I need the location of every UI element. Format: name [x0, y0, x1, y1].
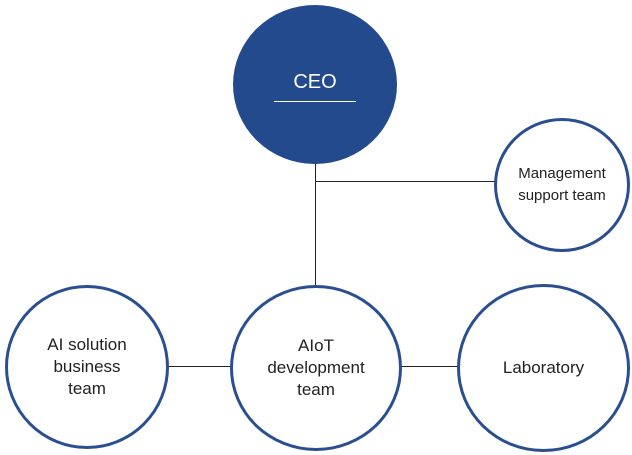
- node-laboratory: Laboratory: [457, 284, 630, 452]
- node-aiot-development-team: AIoT development team: [230, 285, 402, 451]
- node-ceo: CEO: [233, 5, 397, 164]
- node-management-support-team-label: Management support team: [518, 165, 606, 204]
- connector-ai-to-aiot: [168, 366, 231, 367]
- connector-aiot-to-laboratory: [401, 366, 458, 367]
- node-ai-solution-business-team: AI solution business team: [5, 285, 169, 449]
- node-laboratory-label: Laboratory: [502, 358, 585, 377]
- node-ai-solution-business-team-label: AI solution business team: [47, 335, 127, 398]
- node-management-support-team: Management support team: [494, 118, 630, 252]
- node-ceo-label: CEO: [293, 71, 337, 93]
- connector-ceo-to-aiot: [315, 163, 316, 286]
- node-aiot-development-team-label: AIoT development team: [267, 336, 365, 399]
- ceo-underline: [274, 101, 356, 102]
- connector-ceo-to-management: [315, 181, 495, 182]
